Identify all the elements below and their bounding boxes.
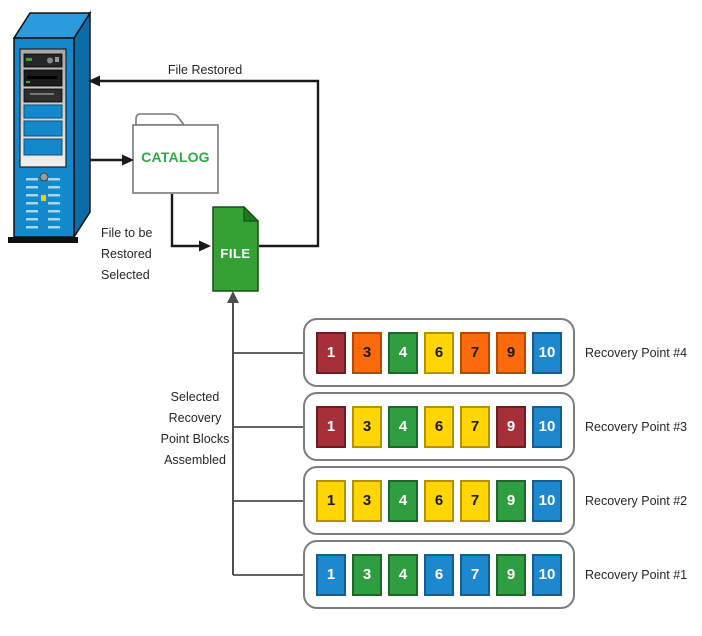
selected-blocks-assembled-label: Selected Recovery Point Blocks Assembled (160, 390, 230, 467)
block-10: 10 (532, 405, 562, 448)
floppy-drive (23, 88, 63, 103)
branch-lines (233, 352, 303, 576)
block-9: 9 (496, 405, 526, 448)
file-restored-label: File Restored (167, 63, 243, 77)
block-4: 4 (388, 331, 418, 374)
block-6: 6 (424, 553, 454, 596)
block-4: 4 (388, 553, 418, 596)
block-3: 3 (352, 479, 382, 522)
server-icon (8, 10, 92, 243)
file-label: FILE (220, 246, 251, 261)
file-restored-arrow (88, 75, 320, 248)
recovery-point-label: Recovery Point #4 (585, 345, 688, 360)
block-9: 9 (496, 479, 526, 522)
block-4: 4 (388, 405, 418, 448)
block-1: 1 (316, 479, 346, 522)
block-1: 1 (316, 405, 346, 448)
block-4: 4 (388, 479, 418, 522)
block-6: 6 (424, 405, 454, 448)
recovery-point-label: Recovery Point #3 (585, 419, 688, 434)
block-10: 10 (532, 331, 562, 374)
led-indicator (41, 195, 46, 201)
power-button (39, 172, 49, 182)
file-icon (212, 205, 260, 292)
catalog-to-file-arrow (170, 194, 211, 252)
recovery-point-label: Recovery Point #2 (585, 493, 688, 508)
block-3: 3 (352, 405, 382, 448)
block-9: 9 (496, 331, 526, 374)
block-7: 7 (460, 479, 490, 522)
recovery-point-label: Recovery Point #1 (585, 567, 688, 582)
block-6: 6 (424, 331, 454, 374)
block-10: 10 (532, 553, 562, 596)
block-10: 10 (532, 479, 562, 522)
block-6: 6 (424, 479, 454, 522)
catalog-label: CATALOG (141, 149, 210, 165)
block-7: 7 (460, 331, 490, 374)
block-7: 7 (460, 405, 490, 448)
block-3: 3 (352, 331, 382, 374)
block-3: 3 (352, 553, 382, 596)
block-9: 9 (496, 553, 526, 596)
blocks-to-file-arrow (227, 291, 239, 575)
vent-slots (26, 178, 60, 229)
block-7: 7 (460, 553, 490, 596)
server-to-catalog-arrow (90, 154, 134, 166)
block-1: 1 (316, 553, 346, 596)
file-to-be-restored-label: File to be Restored Selected (101, 226, 153, 282)
catalog-folder-icon (132, 113, 219, 194)
block-1: 1 (316, 331, 346, 374)
